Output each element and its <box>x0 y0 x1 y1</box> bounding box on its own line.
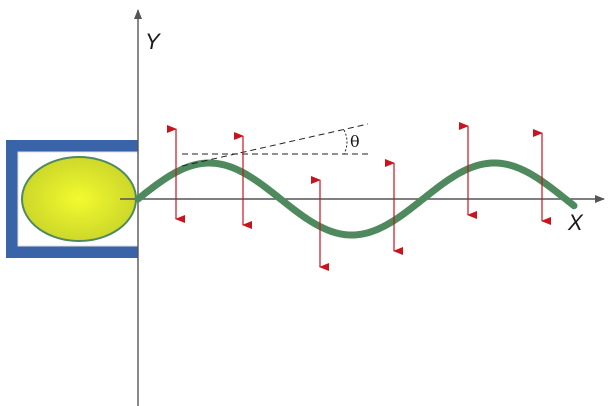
oscillation-arrows <box>167 122 551 271</box>
angle-theta-label: θ <box>350 132 360 151</box>
angle-construction: θ <box>181 123 372 167</box>
angle-arc <box>343 129 348 155</box>
axes: Y X <box>120 9 605 406</box>
wave-curve <box>134 159 578 239</box>
x-axis-label: X <box>567 210 584 235</box>
y-axis-label: Y <box>145 29 161 54</box>
source-frame <box>6 140 138 258</box>
source-ellipse <box>21 156 137 242</box>
tangent-dashed-line <box>181 123 369 167</box>
wave-source <box>6 140 139 258</box>
